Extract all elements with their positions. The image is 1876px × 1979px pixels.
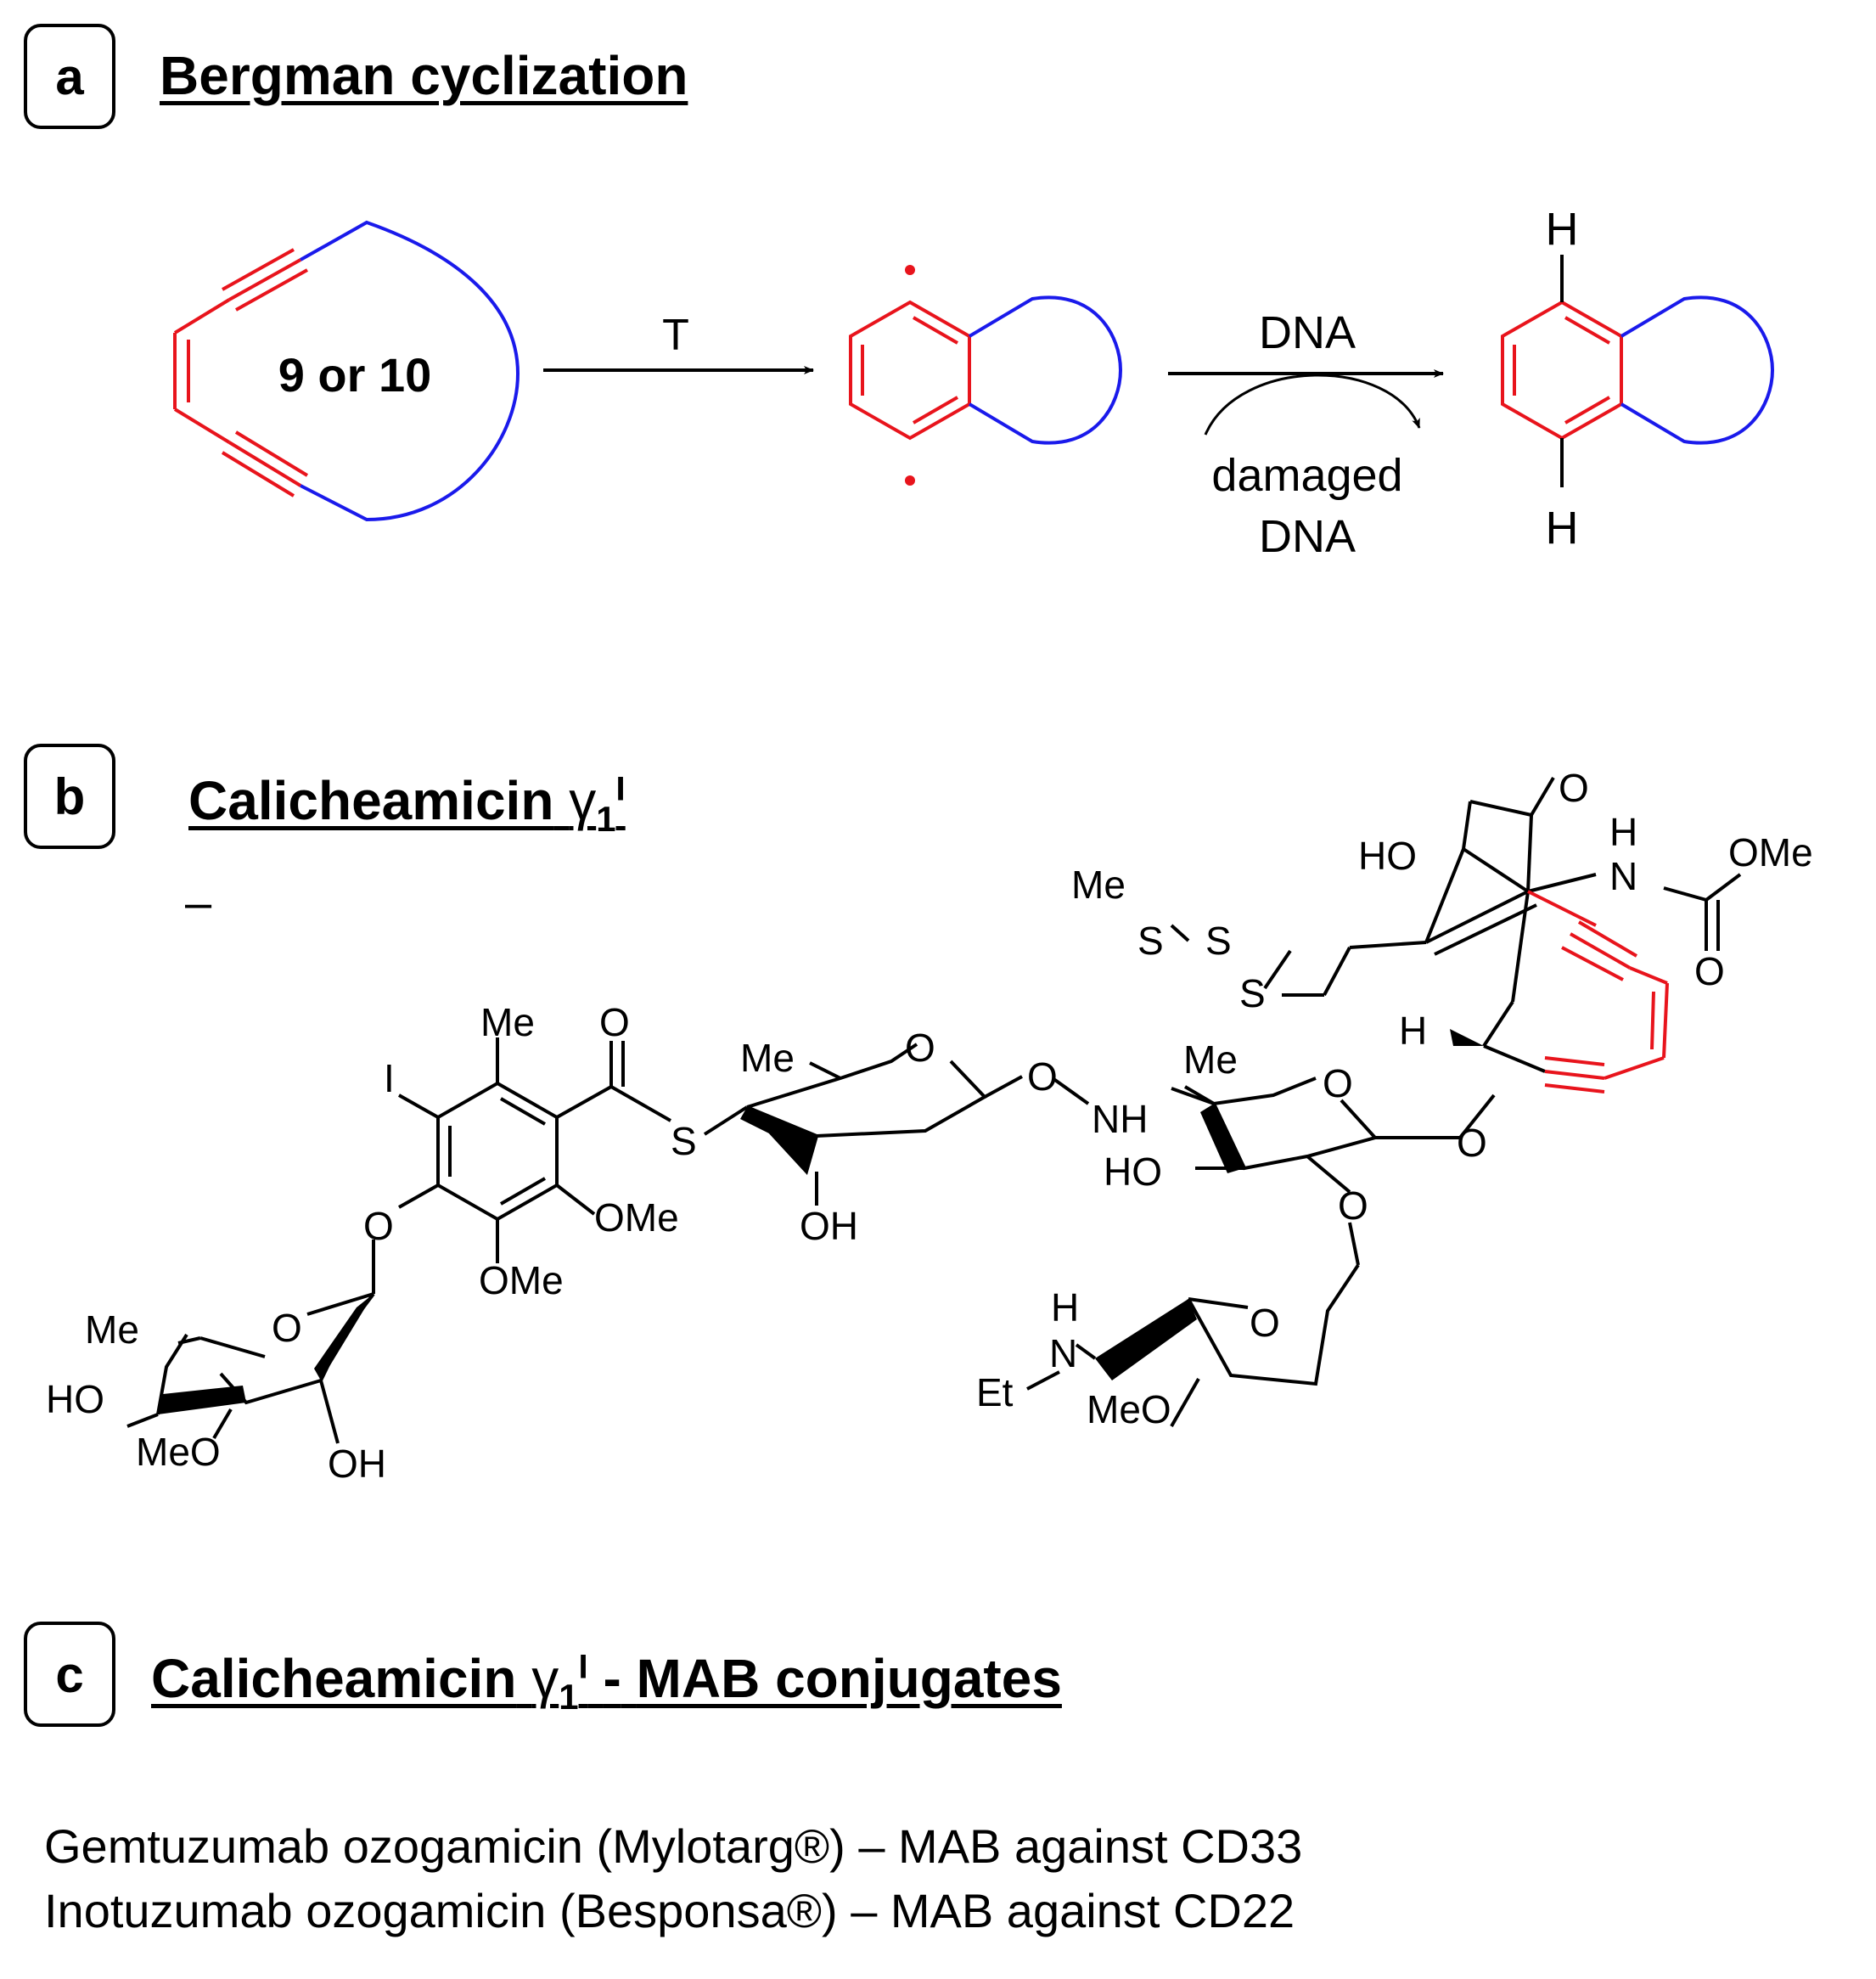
label-ome-aryl-2: OMe <box>479 1258 564 1302</box>
h-label-bottom: H <box>1546 503 1579 554</box>
label-s3: S <box>1239 971 1266 1015</box>
label-ho-aglycone: HO <box>1358 834 1417 878</box>
dna-curved-arrow <box>1204 374 1421 436</box>
panel-b-title-sub: 1 <box>596 798 616 839</box>
arene-product <box>1501 255 1775 487</box>
label-h-nh: H <box>1051 1285 1079 1330</box>
dna-label: DNA <box>1259 307 1356 358</box>
label-meo-sugar1: MeO <box>136 1430 221 1474</box>
label-ho-sugar1: HO <box>46 1377 104 1421</box>
panel-b-title-text: Calicheamicin <box>188 770 554 831</box>
label-s2: S <box>1205 919 1232 963</box>
label-h-aglycone: H <box>1399 1009 1427 1053</box>
enediyne-ring <box>173 220 520 522</box>
heat-label: T <box>662 311 689 360</box>
h-label-top: H <box>1546 204 1579 255</box>
panel-b-letter: b <box>53 767 86 825</box>
label-ho-sugar3: HO <box>1104 1150 1162 1194</box>
calicheamicin-structure <box>126 776 1742 1444</box>
label-ome-carbamate: OMe <box>1728 830 1813 874</box>
panel-c-title-part2: MAB conjugates <box>636 1648 1062 1709</box>
label-o-sugar4: O <box>1250 1301 1280 1345</box>
label-oh-sugar2: OH <box>800 1204 858 1248</box>
panel-c-title-sub: 1 <box>559 1676 579 1717</box>
panel-c-title-part1: Calicheamicin <box>151 1648 517 1709</box>
label-ome-aryl-1: OMe <box>594 1195 679 1240</box>
panel-b-dash: – <box>185 875 212 929</box>
label-o-sugar1: O <box>272 1306 302 1350</box>
enediyne-red-b <box>1527 890 1669 1094</box>
radical-dot-top <box>905 265 915 275</box>
panel-b-title-sup: I <box>615 770 626 808</box>
panel-a-letter: a <box>55 48 84 105</box>
label-n-carbamate: N <box>1609 854 1637 898</box>
label-me-sugar2: Me <box>740 1036 795 1080</box>
radical-dot-bottom <box>905 475 915 486</box>
panel-b-title: Calicheamicin γ1I <box>188 769 626 840</box>
panel-c-title-gamma: γ <box>531 1648 559 1709</box>
label-o-sugar3: O <box>1323 1061 1353 1105</box>
label-o-aryl: O <box>363 1204 394 1248</box>
atom-labels: Me I O S O OMe OMe Me O HO MeO OH Me O O… <box>46 766 1813 1486</box>
panel-c-title-sup: I <box>578 1648 588 1686</box>
panel-a-label: a <box>24 24 115 129</box>
label-s-thioester: S <box>671 1119 697 1163</box>
label-o-glyc: O <box>1457 1121 1487 1165</box>
label-o-link: O <box>1027 1054 1058 1099</box>
label-me-sugar3: Me <box>1183 1037 1238 1082</box>
panel-c-title-dash: - <box>603 1648 621 1709</box>
label-et: Et <box>976 1370 1014 1414</box>
damaged-dna-label: DNA <box>1259 511 1356 562</box>
panel-b-title-gamma: γ <box>569 770 597 831</box>
label-me-aryl: Me <box>480 1000 535 1044</box>
damaged-label: damaged <box>1211 450 1402 501</box>
panel-c-label: c <box>24 1622 115 1727</box>
label-meo-sugar4: MeO <box>1087 1387 1171 1431</box>
ring-size-label: 9 or 10 <box>278 348 432 402</box>
ring-arc <box>300 220 520 522</box>
diradical <box>849 295 1123 445</box>
label-o-carbamate: O <box>1694 949 1725 993</box>
label-n-et: N <box>1049 1331 1077 1375</box>
label-o-ketone: O <box>1559 766 1589 810</box>
panel-b-label: b <box>24 744 115 849</box>
label-s1: S <box>1137 919 1164 963</box>
label-me-ss: Me <box>1071 863 1126 907</box>
label-o-sugar3-link: O <box>1338 1183 1368 1228</box>
conjugate-line-1: Gemtuzumab ozogamicin (Mylotarg®) – MAB … <box>44 1819 1303 1873</box>
label-o-sugar2: O <box>905 1026 935 1070</box>
label-me-sugar1: Me <box>85 1307 139 1352</box>
label-o-carbonyl: O <box>599 1000 630 1044</box>
label-h-carbamate: H <box>1609 810 1637 854</box>
label-oh-sugar1: OH <box>328 1442 386 1486</box>
label-nh-link: NH <box>1092 1097 1148 1141</box>
panel-c-title: Calicheamicin γ1I - MAB conjugates <box>151 1647 1062 1718</box>
enediyne-red <box>173 248 309 498</box>
panel-c-letter: c <box>55 1645 84 1703</box>
conjugate-line-2: Inotuzumab ozogamicin (Besponsa®) – MAB … <box>44 1884 1295 1937</box>
panel-a-title: Bergman cyclization <box>160 45 688 106</box>
label-i: I <box>384 1056 395 1100</box>
